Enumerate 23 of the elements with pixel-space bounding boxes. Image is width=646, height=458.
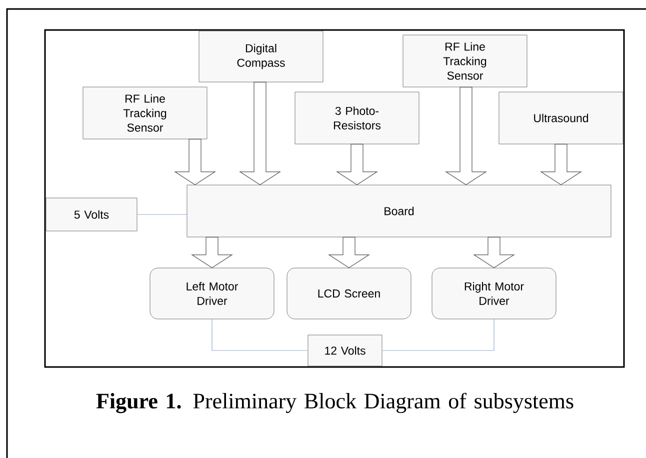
rounded-box: Right Motor Driver xyxy=(432,268,556,320)
rounded-box: LCD Screen xyxy=(286,268,412,320)
block-arrow xyxy=(336,144,378,186)
process-box: 5 Volts xyxy=(46,198,138,232)
block-arrow xyxy=(472,236,516,268)
block-arrow xyxy=(328,236,370,268)
figure-caption: Figure 1. Preliminary Block Diagram of subsystems xyxy=(96,392,574,414)
process-box: Board xyxy=(186,184,612,238)
rounded-box: Left Motor Driver xyxy=(150,268,274,320)
process-box: Digital Compass xyxy=(198,30,324,82)
block-arrow xyxy=(174,138,216,186)
block-arrow xyxy=(239,82,282,186)
block-arrow xyxy=(191,236,234,268)
connector-line xyxy=(136,214,188,215)
process-box: RF Line Tracking Sensor xyxy=(82,86,208,140)
process-box: Ultrasound xyxy=(498,92,624,144)
connector-line xyxy=(212,318,308,351)
process-box: 12 Volts xyxy=(308,334,382,366)
block-arrow xyxy=(444,86,488,186)
process-box: 3 Photo-Resistors xyxy=(294,92,420,144)
block-arrow xyxy=(540,144,582,186)
connector-line xyxy=(382,318,494,351)
process-box: RF Line Tracking Sensor xyxy=(402,34,528,88)
